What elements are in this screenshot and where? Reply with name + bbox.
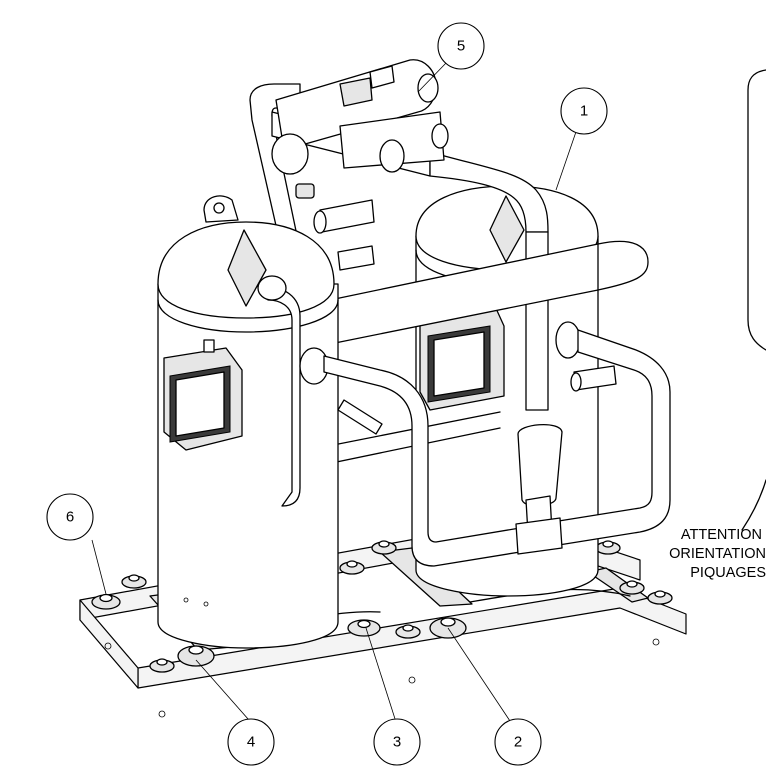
orientation-note: ATTENTION ORIENTATION PIQUAGES [669,527,766,581]
adjacent-part-outline [747,69,766,351]
callout-4: 4 [227,718,275,766]
mounting-grommets [91,540,673,718]
callout-6-label: 6 [66,509,74,526]
note-line-1: ATTENTION [681,527,762,543]
leader-lines [91,61,579,729]
callout-3-label: 3 [393,734,401,751]
compressor-right [415,185,599,597]
suction-discharge-piping [249,59,649,471]
front-piping [257,275,671,567]
callout-5-label: 5 [457,38,465,55]
callout-1: 1 [560,87,608,135]
compressor-left [157,195,339,649]
note-line-3: PIQUAGES [690,565,766,581]
callout-1-label: 1 [580,103,588,120]
callout-2-label: 2 [514,734,522,751]
callout-5: 5 [437,22,485,70]
callout-4-label: 4 [247,734,255,751]
callout-3: 3 [373,718,421,766]
callout-2: 2 [494,718,542,766]
adjacent-part-edge [741,479,766,531]
callout-6: 6 [46,493,94,541]
note-line-2: ORIENTATION [669,546,766,562]
